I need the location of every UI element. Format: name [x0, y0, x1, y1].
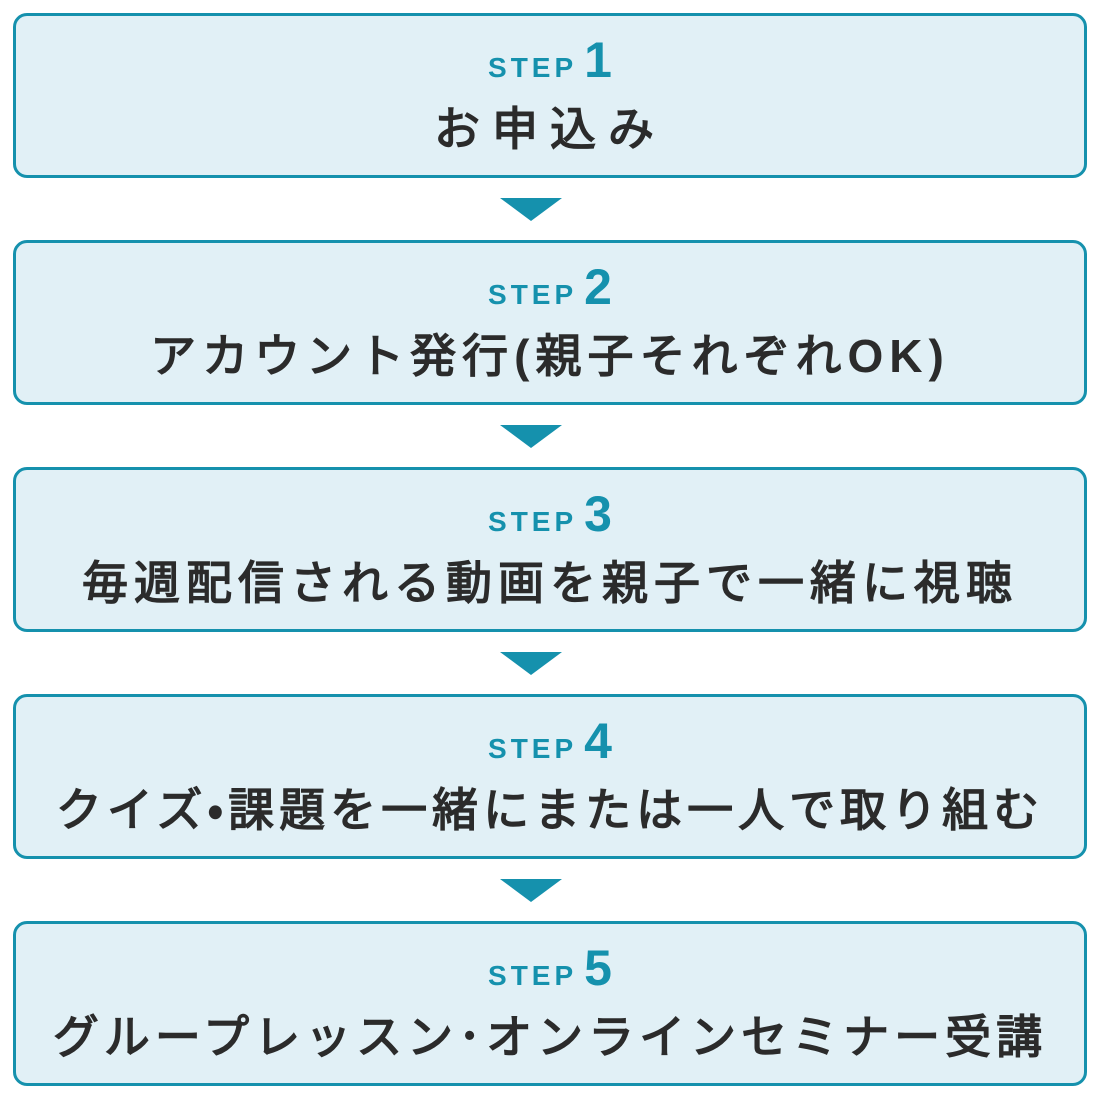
arrow-gap: [13, 632, 1087, 694]
step-number: 4: [584, 713, 612, 770]
step-box-3: STEP 3 毎週配信される動画を親子で一緒に視聴: [13, 467, 1087, 632]
step-2-label: STEP 2: [488, 262, 612, 312]
step-5-title: グループレッスン･オンラインセミナー受講: [52, 1011, 1048, 1064]
step-4-label: STEP 4: [488, 716, 612, 766]
step-1-label: STEP 1: [488, 35, 612, 85]
step-2-title: アカウント発行(親子それぞれOK): [150, 330, 950, 383]
steps-flow-diagram: STEP 1 お申込み STEP 2 アカウント発行(親子それぞれOK) STE…: [13, 13, 1087, 1086]
step-number: 2: [584, 259, 612, 316]
arrow-gap: [13, 859, 1087, 921]
step-3-title: 毎週配信される動画を親子で一緒に視聴: [82, 557, 1018, 610]
step-number: 3: [584, 486, 612, 543]
down-arrow-icon: [500, 424, 562, 448]
step-3-label: STEP 3: [488, 489, 612, 539]
down-arrow-icon: [500, 878, 562, 902]
arrow-gap: [13, 405, 1087, 467]
step-box-4: STEP 4 クイズ・課題を一緒にまたは一人で取り組む: [13, 694, 1087, 859]
step-number: 5: [584, 940, 612, 997]
down-arrow-icon: [500, 197, 562, 221]
step-word: STEP: [488, 733, 578, 765]
step-box-5: STEP 5 グループレッスン･オンラインセミナー受講: [13, 921, 1087, 1086]
step-box-1: STEP 1 お申込み: [13, 13, 1087, 178]
step-word: STEP: [488, 52, 578, 84]
step-4-title: クイズ・課題を一緒にまたは一人で取り組む: [55, 784, 1045, 837]
step-1-title: お申込み: [434, 103, 666, 156]
arrow-gap: [13, 178, 1087, 240]
step-number: 1: [584, 32, 612, 89]
step-word: STEP: [488, 506, 578, 538]
step-5-label: STEP 5: [488, 943, 612, 993]
step-box-2: STEP 2 アカウント発行(親子それぞれOK): [13, 240, 1087, 405]
step-word: STEP: [488, 279, 578, 311]
step-word: STEP: [488, 960, 578, 992]
down-arrow-icon: [500, 651, 562, 675]
